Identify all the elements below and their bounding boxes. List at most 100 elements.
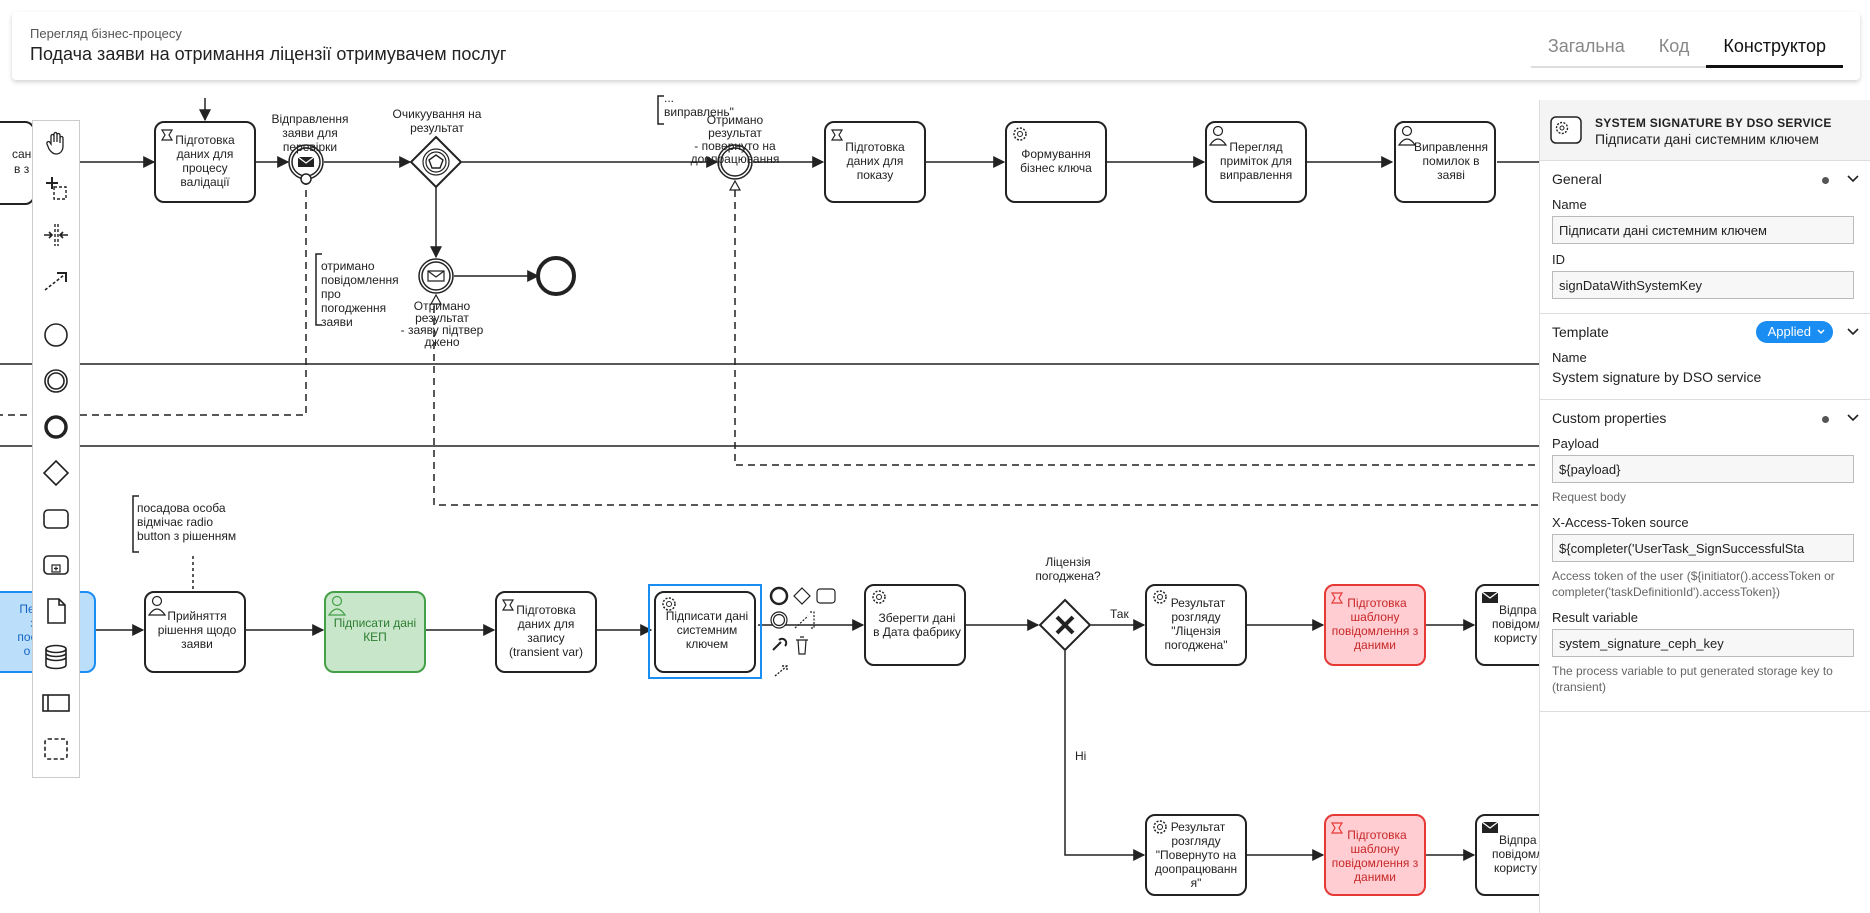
connect-tool-icon[interactable] bbox=[38, 263, 74, 299]
name-input[interactable] bbox=[1552, 216, 1854, 244]
gear-icon bbox=[872, 590, 886, 604]
delete-icon[interactable] bbox=[796, 636, 808, 655]
intermediate-event-icon[interactable] bbox=[38, 363, 74, 399]
pool-icon[interactable] bbox=[38, 685, 74, 721]
lasso-tool-icon[interactable] bbox=[38, 171, 74, 207]
task-review-notes[interactable] bbox=[1205, 121, 1307, 203]
task-save-data-factory[interactable] bbox=[864, 584, 966, 666]
append-gateway-icon[interactable] bbox=[793, 587, 811, 605]
payload-description: Request body bbox=[1552, 490, 1627, 504]
task-result-approved[interactable] bbox=[1145, 584, 1247, 666]
sequence-flow[interactable] bbox=[1064, 651, 1146, 861]
group-icon[interactable] bbox=[38, 731, 74, 767]
intermediate-catch-message-event[interactable] bbox=[717, 144, 753, 191]
custom-properties-title: Custom properties bbox=[1552, 410, 1667, 426]
event-based-gateway[interactable] bbox=[409, 135, 463, 189]
template-name-label: Name bbox=[1552, 350, 1587, 365]
chevron-down-icon[interactable] bbox=[1845, 170, 1861, 186]
task-sign-kep[interactable] bbox=[324, 591, 426, 673]
wrench-icon[interactable] bbox=[772, 637, 788, 651]
token-source-input[interactable] bbox=[1552, 534, 1854, 562]
custom-properties-toggle[interactable]: Custom properties bbox=[1540, 400, 1870, 436]
script-task-icon bbox=[501, 599, 515, 611]
message-flow[interactable] bbox=[433, 306, 1540, 506]
end-event[interactable] bbox=[536, 256, 576, 296]
message-flow[interactable] bbox=[734, 190, 1540, 466]
data-store-icon[interactable] bbox=[38, 639, 74, 675]
gear-icon bbox=[1153, 590, 1167, 604]
start-event-icon[interactable] bbox=[38, 317, 74, 353]
append-annotation-icon[interactable] bbox=[794, 611, 815, 629]
tab-general[interactable]: Загальна bbox=[1547, 36, 1625, 56]
general-section-toggle[interactable]: General bbox=[1540, 161, 1870, 197]
task-message-template-2[interactable] bbox=[1324, 814, 1426, 896]
template-applied-badge[interactable]: Applied bbox=[1755, 321, 1833, 343]
envelope-icon bbox=[1481, 591, 1499, 603]
task-display-prep[interactable] bbox=[824, 121, 926, 203]
chevron-down-icon[interactable] bbox=[1845, 323, 1861, 339]
end-event-icon[interactable] bbox=[38, 409, 74, 445]
task-message-template[interactable] bbox=[1324, 584, 1426, 666]
properties-header: SYSTEM SIGNATURE BY DSO SERVICE Підписат… bbox=[1540, 100, 1870, 161]
connect-icon[interactable] bbox=[774, 665, 788, 677]
append-end-event-icon[interactable] bbox=[769, 586, 789, 606]
subprocess-icon[interactable] bbox=[38, 547, 74, 583]
task-sign-system-key[interactable] bbox=[654, 591, 756, 673]
task-decision[interactable] bbox=[144, 591, 246, 673]
gateway-icon[interactable] bbox=[38, 455, 74, 491]
data-object-icon[interactable] bbox=[38, 593, 74, 629]
append-task-icon[interactable] bbox=[816, 588, 836, 604]
general-section: General Name ID bbox=[1540, 161, 1870, 314]
tab-constructor[interactable]: Конструктор bbox=[1706, 28, 1843, 68]
gear-icon bbox=[662, 597, 676, 611]
section-changed-dot bbox=[1822, 177, 1829, 184]
user-icon bbox=[147, 595, 167, 616]
gear-icon bbox=[1013, 127, 1027, 141]
intermediate-throw-message-event[interactable] bbox=[288, 144, 324, 185]
annotation-top: ...виправлень" bbox=[664, 91, 734, 119]
task-icon[interactable] bbox=[38, 501, 74, 537]
header: Перегляд бізнес-процесу Подача заяви на … bbox=[12, 12, 1860, 80]
payload-label: Payload bbox=[1552, 436, 1599, 451]
hand-tool-icon[interactable] bbox=[38, 125, 74, 161]
task-result-returned[interactable] bbox=[1145, 814, 1247, 896]
task-send-notification-2[interactable] bbox=[1475, 814, 1540, 896]
selection-outline bbox=[648, 584, 762, 679]
space-tool-icon[interactable] bbox=[38, 217, 74, 253]
task-business-key[interactable] bbox=[1005, 121, 1107, 203]
token-source-description: Access token of the user (${initiator().… bbox=[1552, 569, 1835, 599]
task-record-prep[interactable] bbox=[495, 591, 597, 673]
exclusive-gateway[interactable] bbox=[1038, 598, 1092, 652]
tab-code[interactable]: Код bbox=[1658, 36, 1690, 56]
breadcrumb: Перегляд бізнес-процесу bbox=[30, 26, 182, 41]
task-send-notification[interactable] bbox=[1475, 584, 1540, 666]
message-flow[interactable] bbox=[0, 178, 307, 416]
task-validation-prep[interactable] bbox=[154, 121, 256, 203]
chevron-down-icon[interactable] bbox=[1845, 409, 1861, 425]
template-section-toggle[interactable]: Template Applied bbox=[1540, 314, 1870, 350]
template-applied-label: Applied bbox=[1767, 324, 1811, 339]
name-label: Name bbox=[1552, 197, 1587, 212]
id-input[interactable] bbox=[1552, 271, 1854, 299]
template-section-title: Template bbox=[1552, 324, 1609, 340]
result-variable-input[interactable] bbox=[1552, 629, 1854, 657]
result-variable-label: Result variable bbox=[1552, 610, 1638, 625]
payload-input[interactable] bbox=[1552, 455, 1854, 483]
task-fix-errors[interactable] bbox=[1394, 121, 1496, 203]
intermediate-catch-message-event-approved[interactable] bbox=[418, 258, 454, 305]
